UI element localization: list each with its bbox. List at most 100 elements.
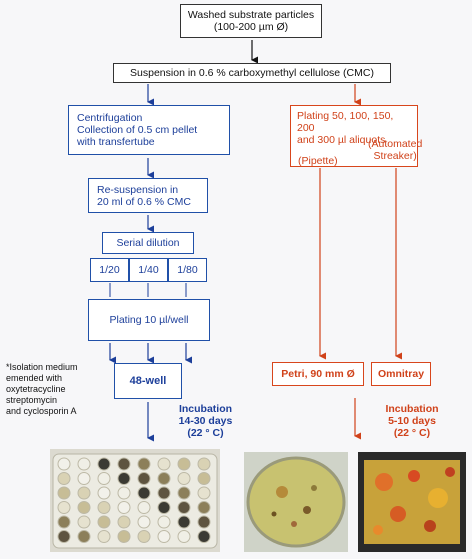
washed-substrate-box: Washed substrate particles (100-200 µm Ø… [180,4,322,38]
note-line-2: emended with [6,373,63,383]
well [197,472,211,485]
well [57,472,71,485]
well [197,486,211,500]
serial-dilution-box: Serial dilution [102,232,194,254]
centrifugation-box: Centrifugation Collection of 0.5 cm pell… [68,105,230,155]
well [57,501,71,514]
well [177,486,191,500]
well [77,472,91,485]
dilution-box-1-40: 1/40 [129,258,168,282]
well [57,515,71,529]
well [157,530,171,543]
well [157,501,171,514]
well [97,530,111,543]
note-line-1: *Isolation medium [6,362,78,372]
dilution-1-80-label: 1/80 [177,264,198,276]
well [157,457,171,471]
petri-label: Petri, 90 mm Ø [281,368,355,380]
well [117,486,131,500]
right-plating-line-1: Plating 50, 100, 150, 200 [297,110,394,134]
pipette-label: (Pipette) [298,155,338,167]
incubation-right-line-3: (22 ° C) [393,427,431,439]
right-plating-box: Plating 50, 100, 150, 200 and 300 µl ali… [290,105,418,167]
dilution-1-40-label: 1/40 [138,264,159,276]
well [177,472,191,485]
well [137,472,151,485]
resuspension-line-1: Re-suspension in [97,183,179,196]
dilution-1-20-label: 1/20 [99,264,120,276]
well [97,486,111,500]
well [117,457,131,471]
incubation-right-line-1: Incubation [385,403,439,415]
48-well-box: 48-well [114,363,182,399]
well [77,515,91,529]
well [157,486,171,500]
well [117,530,131,543]
incubation-right: Incubation 5-10 days (22 ° C) [372,403,452,439]
well [117,472,131,485]
well [197,515,211,529]
incubation-left-line-3: (22 ° C) [187,427,224,439]
washed-line-2: (100-200 µm Ø) [213,21,289,33]
note-line-3: oxytetracycline [6,384,66,394]
well [97,457,111,471]
well [117,501,131,514]
well [57,457,71,471]
streaker-line-1: (Automated [368,138,423,150]
petri-box: Petri, 90 mm Ø [272,362,364,386]
incubation-left-line-1: Incubation [178,403,233,415]
serial-dilution-label: Serial dilution [116,237,180,249]
incubation-left: Incubation 14-30 days (22 ° C) [163,403,248,439]
centrifugation-line-1: Centrifugation [77,112,143,124]
plating-10ul-box: Plating 10 µl/well [88,299,210,341]
dilution-box-1-80: 1/80 [168,258,207,282]
well [197,501,211,514]
well [177,457,191,471]
cmc-suspension-label: Suspension in 0.6 % carboxymethyl cellul… [130,67,374,79]
well [57,530,71,543]
note-line-4: streptomycin [6,395,58,405]
well [177,501,191,514]
well [137,515,151,529]
omnitray-box: Omnitray [371,362,431,386]
well [77,530,91,543]
dilution-box-1-20: 1/20 [90,258,129,282]
48-well-plate-photo [50,449,220,552]
well [177,530,191,543]
incubation-right-line-2: 5-10 days [388,415,436,427]
centrifugation-line-2: Collection of 0.5 cm pellet [77,124,198,136]
well [117,515,131,529]
centrifugation-line-3: with transfertube [77,136,155,148]
omnitray-photo [358,452,466,552]
note-line-5: and cyclosporin A [6,406,77,416]
isolation-medium-note: *Isolation medium emended with oxytetrac… [6,362,106,417]
well [77,457,91,471]
well [177,515,191,529]
well [137,501,151,514]
well [137,530,151,543]
well [57,486,71,500]
well [137,457,151,471]
resuspension-box: Re-suspension in 20 ml of 0.6 % CMC [88,178,208,213]
streaker-line-2: Streaker) [373,150,417,162]
plating-10ul-label: Plating 10 µl/well [109,314,189,326]
well [77,501,91,514]
well [97,515,111,529]
omnitray-label: Omnitray [377,368,425,380]
well [137,486,151,500]
incubation-left-line-2: 14-30 days [178,415,233,427]
washed-line-1: Washed substrate particles [187,9,315,21]
resuspension-line-2: 20 ml of 0.6 % CMC [97,195,191,208]
well [157,515,171,529]
right-plating-line-2: and 300 µl aliquots [297,134,386,146]
petri-dish-photo [244,452,348,552]
well [77,486,91,500]
well [197,457,211,471]
well [97,501,111,514]
well [197,530,211,543]
cmc-suspension-box: Suspension in 0.6 % carboxymethyl cellul… [113,63,391,83]
well [97,472,111,485]
48-well-label: 48-well [129,375,167,387]
well [157,472,171,485]
